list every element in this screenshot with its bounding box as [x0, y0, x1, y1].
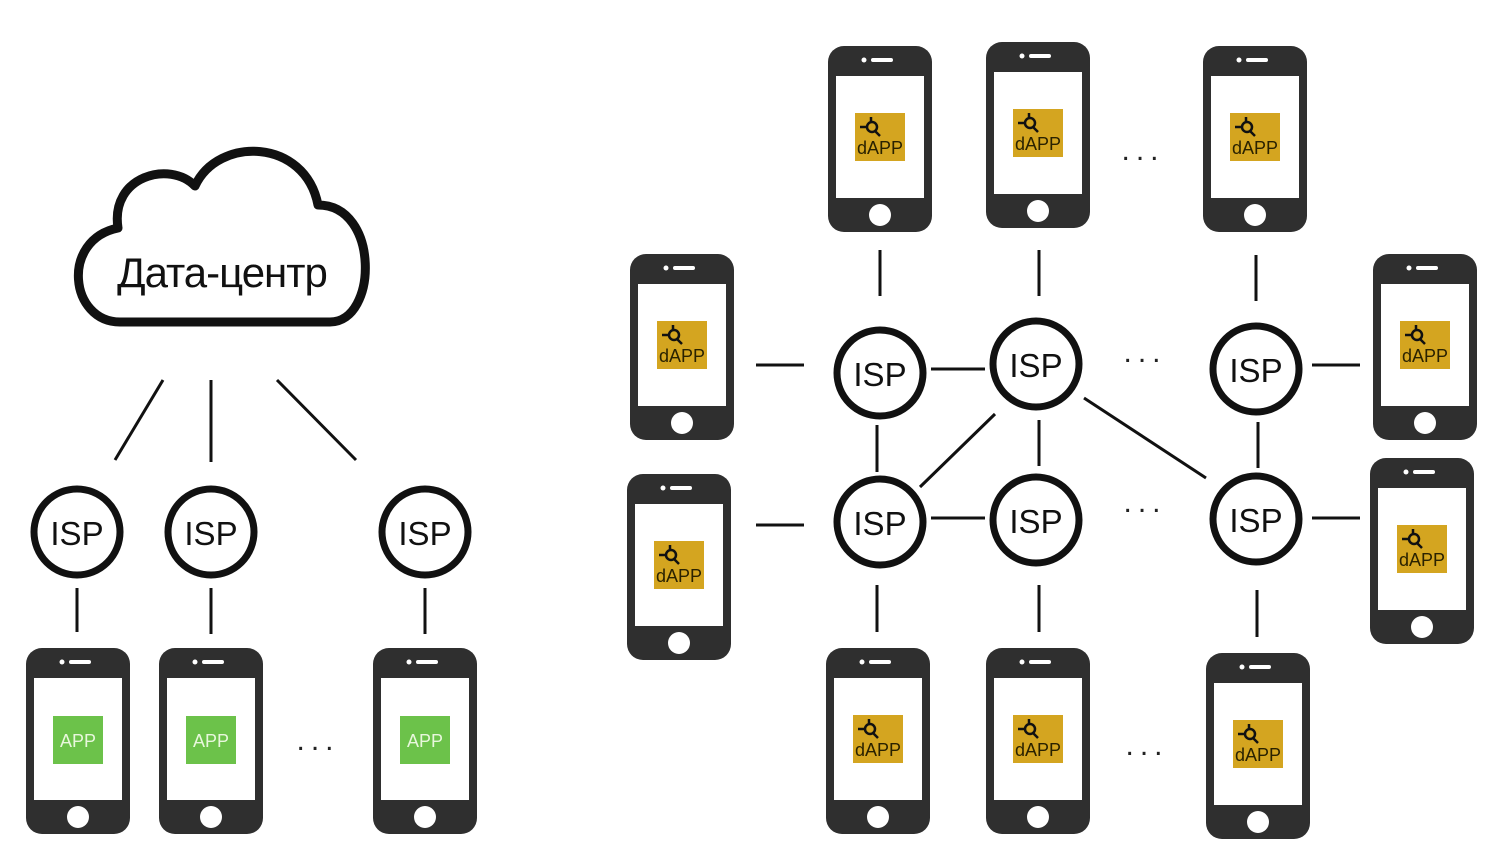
dapp-label: dAPP — [659, 346, 705, 366]
phone-dapp: dAPP — [1206, 653, 1310, 839]
isp-label: ISP — [1229, 352, 1282, 389]
cloud-label: Дата-центр — [117, 249, 327, 296]
isp-label: ISP — [398, 515, 451, 552]
dapp-label: dAPP — [656, 566, 702, 586]
left-centralized-diagram: Дата-центр ISP ISP ISP APP — [26, 146, 477, 834]
ellipsis: ... — [1125, 729, 1168, 762]
phone-app: APP — [26, 648, 130, 834]
isp-label: ISP — [1009, 347, 1062, 384]
isp-node: ISP — [833, 475, 927, 569]
dapp-icon — [855, 113, 905, 161]
dapp-icon — [1397, 525, 1447, 573]
phone-app: APP — [373, 648, 477, 834]
app-label: APP — [407, 731, 443, 751]
isp-label: ISP — [853, 356, 906, 393]
cloud-data-center: Дата-центр — [74, 146, 370, 327]
phone-app: APP — [159, 648, 263, 834]
isp-link — [1083, 396, 1207, 480]
dapp-icon — [853, 715, 903, 763]
dapp-icon — [654, 541, 704, 589]
isp-node: ISP — [1209, 322, 1303, 416]
isp-label: ISP — [853, 505, 906, 542]
phone-dapp: dAPP — [826, 648, 930, 834]
dapp-icon — [1233, 720, 1283, 768]
dapp-icon — [1013, 109, 1063, 157]
phone-dapp: dAPP — [986, 42, 1090, 228]
app-icon — [186, 716, 236, 764]
app-icon — [400, 716, 450, 764]
app-label: APP — [60, 731, 96, 751]
right-decentralized-diagram: ISP ISP ISP ISP ISP ISP ... ... ... ... — [627, 42, 1477, 839]
cloud-link-3 — [275, 378, 358, 462]
dapp-icon — [1400, 321, 1450, 369]
isp-link — [918, 412, 997, 489]
dapp-label: dAPP — [1015, 134, 1061, 154]
ellipsis: ... — [1121, 134, 1164, 167]
dapp-label: dAPP — [855, 740, 901, 760]
isp-label: ISP — [184, 515, 237, 552]
app-label: APP — [193, 731, 229, 751]
dapp-icon — [1013, 715, 1063, 763]
ellipsis: ... — [1123, 486, 1166, 519]
cloud-link-1 — [113, 379, 165, 461]
isp-node: ISP — [378, 485, 472, 579]
phone-dapp: dAPP — [627, 474, 731, 660]
dapp-label: dAPP — [857, 138, 903, 158]
isp-node: ISP — [164, 485, 258, 579]
dapp-label: dAPP — [1402, 346, 1448, 366]
isp-label: ISP — [1229, 502, 1282, 539]
isp-label: ISP — [50, 515, 103, 552]
app-icon — [53, 716, 103, 764]
isp-node: ISP — [989, 317, 1083, 411]
ellipsis: ... — [296, 724, 339, 757]
isp-node: ISP — [989, 473, 1083, 567]
phone-dapp: dAPP — [1373, 254, 1477, 440]
phone-dapp: dAPP — [630, 254, 734, 440]
dapp-label: dAPP — [1232, 138, 1278, 158]
isp-node: ISP — [1209, 472, 1303, 566]
phone-dapp: dAPP — [1203, 46, 1307, 232]
phone-dapp: dAPP — [1370, 458, 1474, 644]
dapp-label: dAPP — [1235, 745, 1281, 765]
dapp-icon — [1230, 113, 1280, 161]
ellipsis: ... — [1123, 336, 1166, 369]
cloud-shape — [74, 146, 370, 327]
phone-dapp: dAPP — [828, 46, 932, 232]
dapp-label: dAPP — [1015, 740, 1061, 760]
isp-node: ISP — [30, 485, 124, 579]
dapp-icon — [657, 321, 707, 369]
isp-node: ISP — [833, 326, 927, 420]
dapp-label: dAPP — [1399, 550, 1445, 570]
isp-label: ISP — [1009, 503, 1062, 540]
phone-dapp: dAPP — [986, 648, 1090, 834]
